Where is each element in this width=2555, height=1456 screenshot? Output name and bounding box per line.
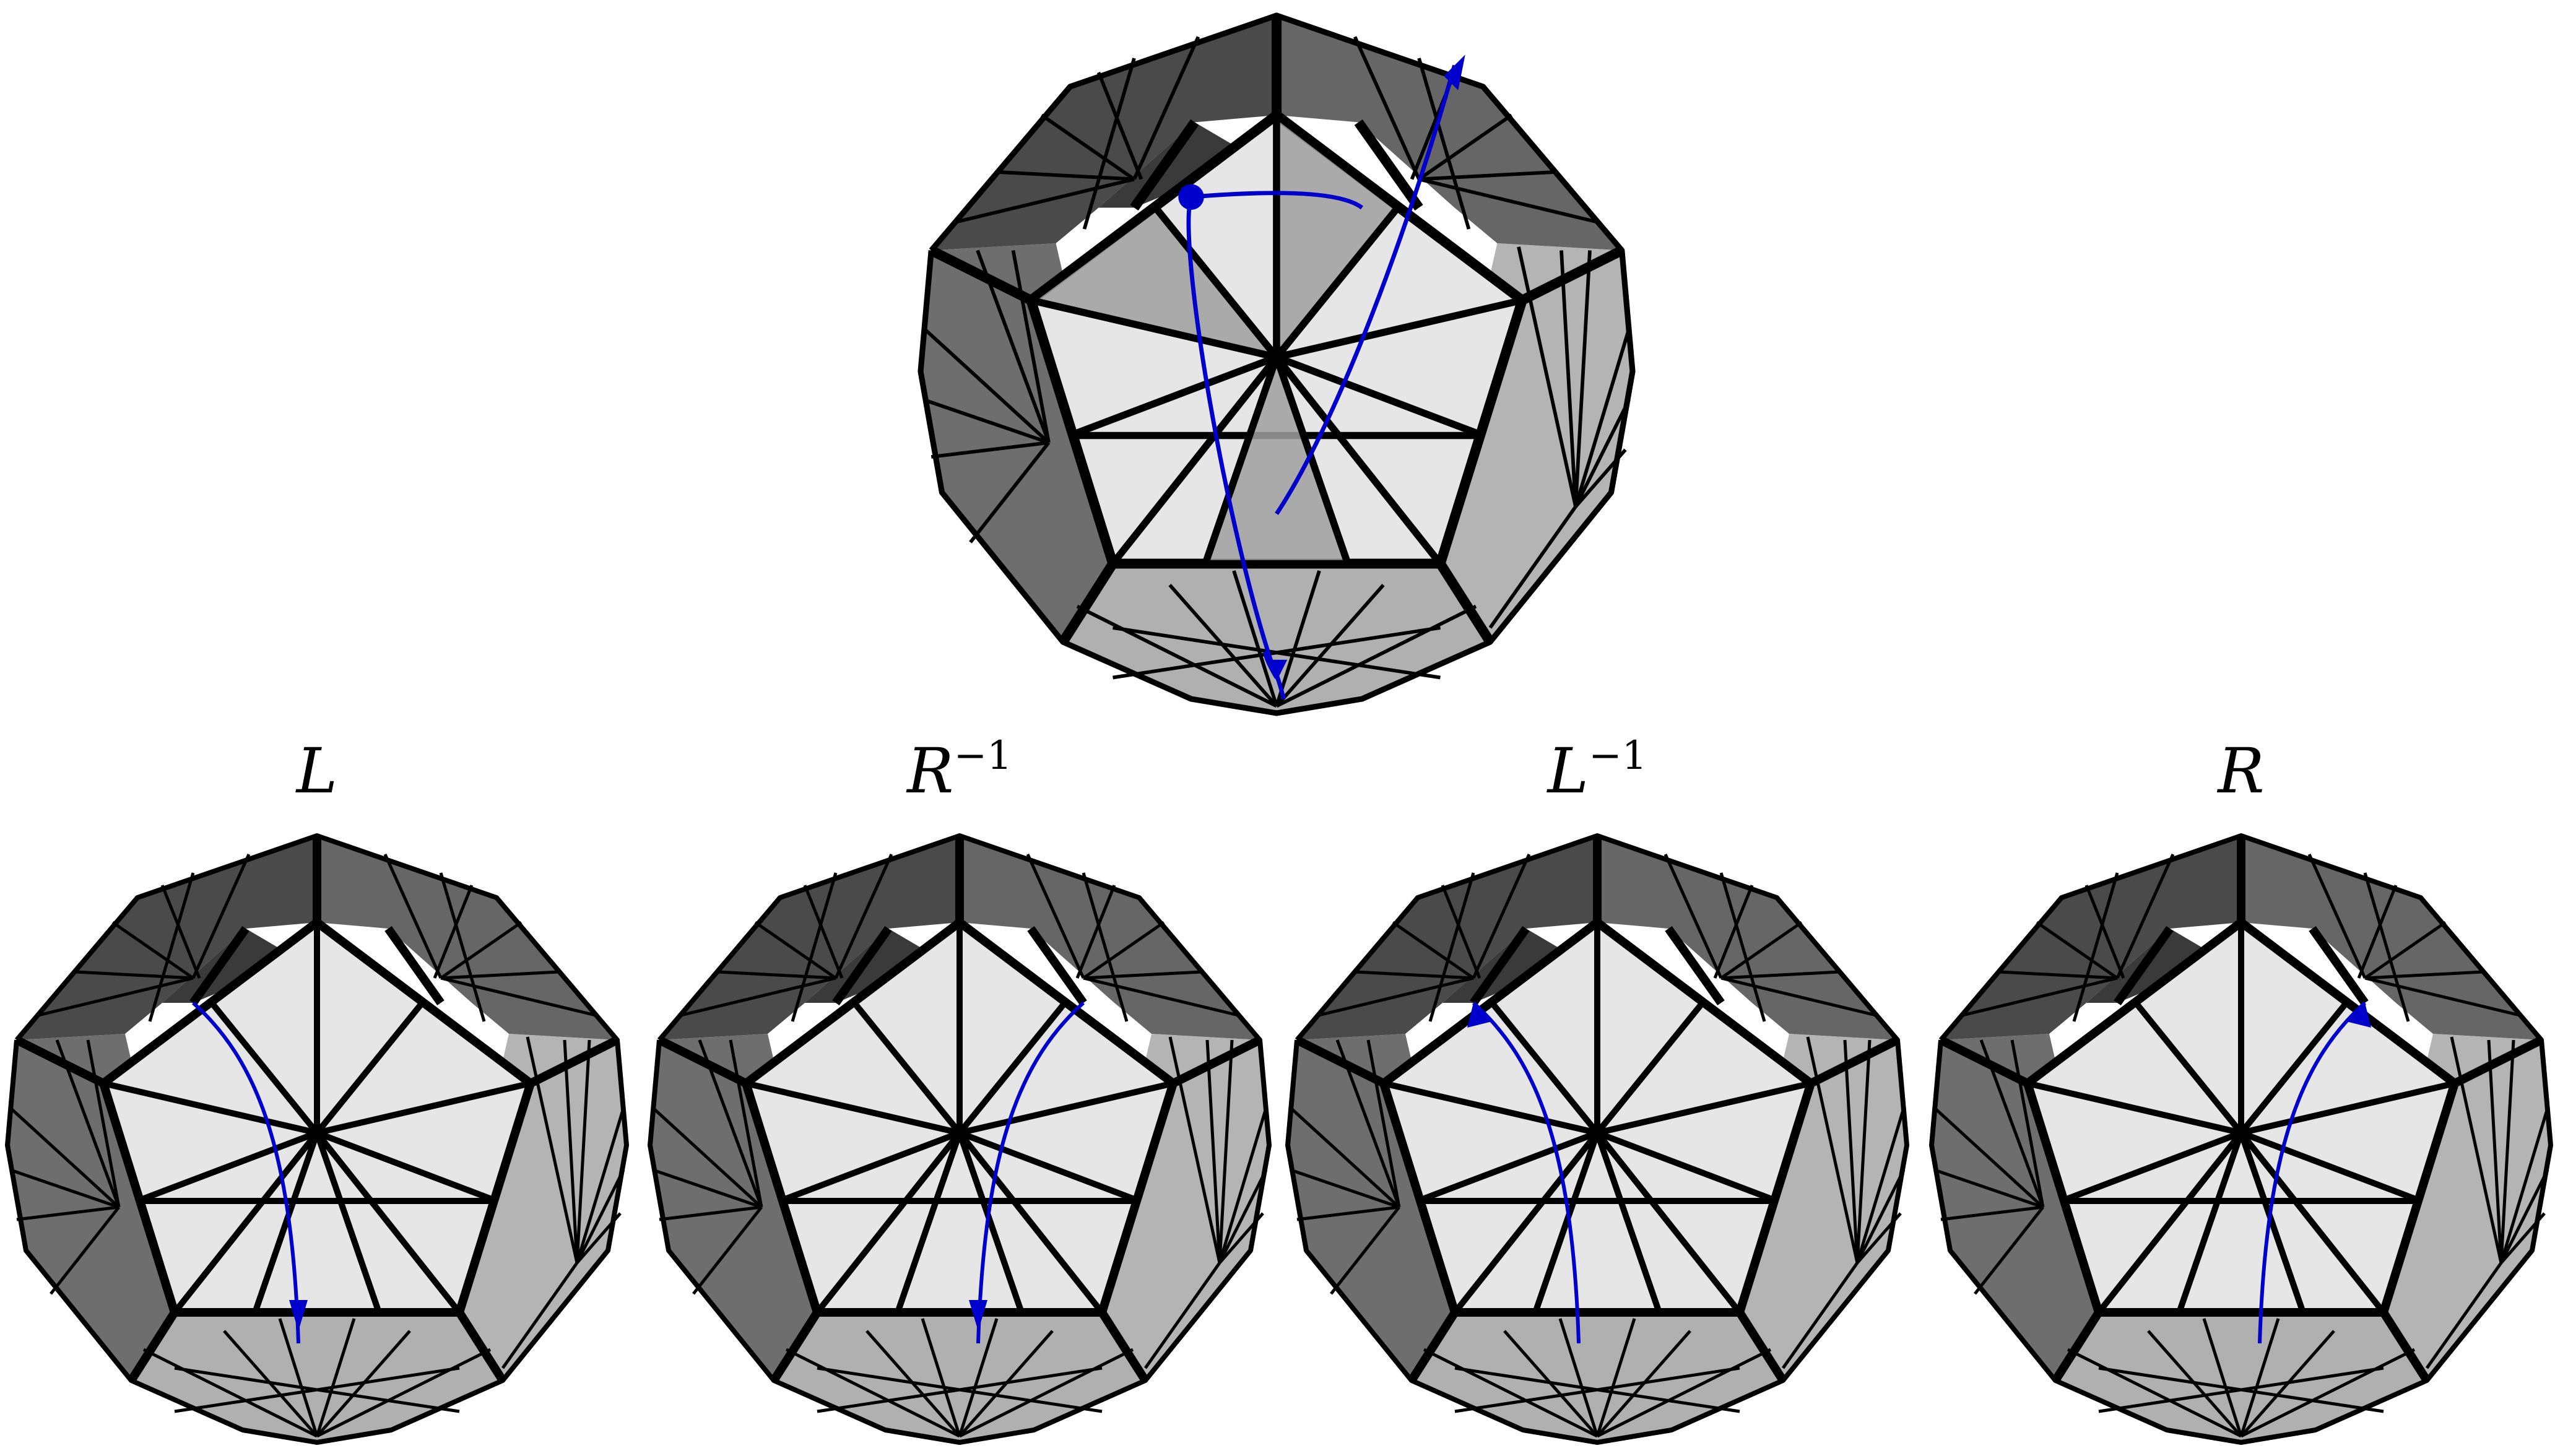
arrow-head-icon — [969, 1300, 987, 1331]
path-curve — [1472, 1001, 1581, 1344]
dot-icon — [1178, 184, 1204, 210]
dodecahedron-icon — [7, 836, 627, 1442]
panel-label-R-inverse: R−1 — [906, 733, 1012, 807]
path-curve — [191, 1001, 300, 1344]
arrow-head-icon — [1265, 659, 1288, 682]
dodecahedron-icon — [1932, 836, 2551, 1442]
dodecahedron-L-inverse — [1288, 836, 1907, 1442]
panel-label-L: L — [295, 735, 337, 807]
dodecahedron-L — [7, 836, 627, 1442]
arrow-head-icon — [2346, 1003, 2371, 1028]
path-curve — [2258, 1001, 2367, 1344]
arrow-head-icon — [1467, 1003, 1492, 1028]
dodecahedron-icon — [650, 836, 1269, 1442]
arrow-head-icon — [1444, 54, 1465, 90]
panel-label-R: R — [2216, 735, 2264, 807]
dodecahedron-icon — [1288, 836, 1907, 1442]
dodecahedron-R-inverse — [650, 836, 1269, 1442]
path-curve — [976, 1001, 1085, 1344]
arrow-head-icon — [289, 1300, 308, 1331]
panel-label-L-inverse: L−1 — [1546, 733, 1647, 807]
dodecahedron-top — [921, 15, 1633, 713]
dodecahedron-R — [1932, 836, 2551, 1442]
